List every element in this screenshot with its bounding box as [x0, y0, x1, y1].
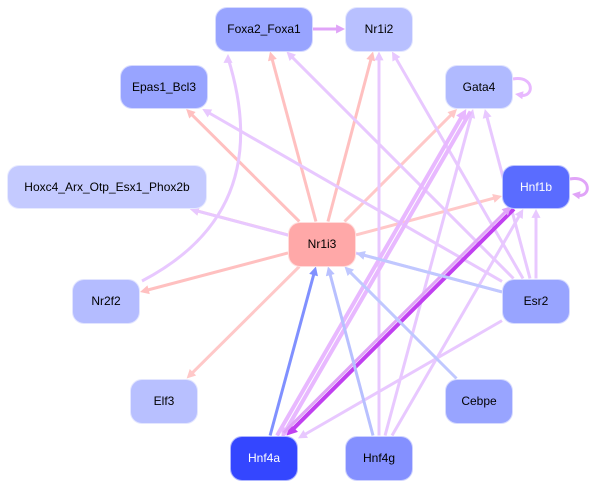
node-gata4[interactable]: Gata4 — [445, 65, 513, 109]
arrowhead — [202, 109, 213, 118]
node-hnf4a[interactable]: Hnf4a — [230, 435, 298, 481]
node-nr1i2[interactable]: Nr1i2 — [345, 6, 413, 52]
arrowhead — [531, 209, 541, 218]
arrowhead — [515, 91, 524, 100]
arrowhead — [482, 109, 492, 119]
node-hoxc4[interactable]: Hoxc4_Arx_Otp_Esx1_Phox2b — [7, 165, 207, 209]
edge-esr2-to-epas1_bcl3 — [207, 111, 503, 283]
node-nr1i3[interactable]: Nr1i3 — [288, 221, 356, 267]
edge-nr1i3-to-elf3 — [190, 265, 301, 375]
edge-nr2f2-to-foxa2_foxa1 — [141, 57, 243, 283]
arrowhead — [344, 266, 355, 277]
edge-nr1i3-to-gata4 — [343, 112, 454, 223]
edge-esr2-to-hnf4a — [303, 319, 503, 437]
arrowhead — [186, 368, 197, 379]
arrowhead — [298, 429, 308, 439]
edge-esr2-to-nr1i3 — [362, 253, 503, 294]
node-label: Epas1_Bcl3 — [131, 80, 197, 94]
arrowhead — [391, 51, 401, 62]
node-label: Hnf4a — [247, 451, 281, 465]
node-label: Hnf4g — [362, 451, 396, 465]
edge-nr1i3-to-nr1i2 — [326, 57, 373, 222]
edge-hnf1b-to-hnf4a — [290, 207, 516, 432]
node-label: Hnf1b — [519, 180, 553, 194]
arrowhead — [456, 109, 467, 121]
edge-gata4-to-hnf4a — [283, 110, 473, 433]
node-label: Esr2 — [523, 294, 549, 308]
node-epas1_bcl3[interactable]: Epas1_Bcl3 — [120, 65, 208, 109]
edge-hnf4g-to-hnf1b — [390, 214, 522, 437]
arrowhead — [189, 206, 200, 216]
edge-hnf4a-to-nr1i3 — [268, 272, 316, 436]
edge-nr1i3-to-hnf1b — [355, 196, 496, 237]
arrowhead — [186, 109, 196, 119]
arrowhead — [492, 193, 502, 203]
node-label: Nr1i3 — [307, 237, 337, 251]
node-label: Gata4 — [462, 80, 496, 94]
edge-nr1i3-to-nr2f2 — [146, 251, 289, 292]
arrowhead — [309, 266, 318, 277]
node-nr2f2[interactable]: Nr2f2 — [72, 278, 140, 324]
node-cebpe[interactable]: Cebpe — [445, 378, 513, 424]
node-label: Hoxc4_Arx_Otp_Esx1_Phox2b — [24, 180, 190, 194]
node-label: Nr1i2 — [364, 22, 394, 36]
arrowhead — [268, 51, 277, 62]
edge-esr2-to-nr1i2 — [394, 56, 525, 280]
edge-nr1i3-to-epas1_bcl3 — [190, 112, 301, 223]
edge-hnf4g-to-nr1i3 — [328, 272, 375, 436]
arrowhead — [325, 266, 335, 277]
edge-cebpe-to-nr1i3 — [348, 270, 458, 380]
arrowhead — [447, 109, 457, 119]
arrowhead — [572, 191, 581, 200]
arrowhead — [374, 51, 384, 61]
node-label: Elf3 — [153, 394, 175, 408]
edge-nr1i3-to-foxa2_foxa1 — [270, 57, 318, 222]
arrowhead — [514, 209, 524, 219]
node-foxa2_foxa1[interactable]: Foxa2_Foxa1 — [215, 6, 313, 52]
node-hnf4g[interactable]: Hnf4g — [345, 435, 413, 481]
node-label: Foxa2_Foxa1 — [227, 22, 301, 36]
arrowhead — [336, 24, 345, 34]
edge-hnf4g-to-gata4 — [383, 115, 473, 436]
arrowhead — [223, 54, 233, 63]
node-hnf1b[interactable]: Hnf1b — [502, 165, 570, 209]
node-elf3[interactable]: Elf3 — [130, 378, 198, 424]
edge-hnf4a-to-gata4 — [275, 114, 465, 437]
node-label: Nr2f2 — [91, 294, 121, 308]
arrowhead — [356, 250, 366, 260]
edge-hnf4a-to-hnf1b — [282, 210, 508, 434]
arrowhead — [366, 51, 376, 62]
node-label: Cebpe — [461, 394, 497, 408]
arrowhead — [501, 206, 512, 216]
arrowhead — [140, 285, 150, 295]
arrowhead — [286, 51, 297, 62]
node-esr2[interactable]: Esr2 — [502, 278, 570, 324]
